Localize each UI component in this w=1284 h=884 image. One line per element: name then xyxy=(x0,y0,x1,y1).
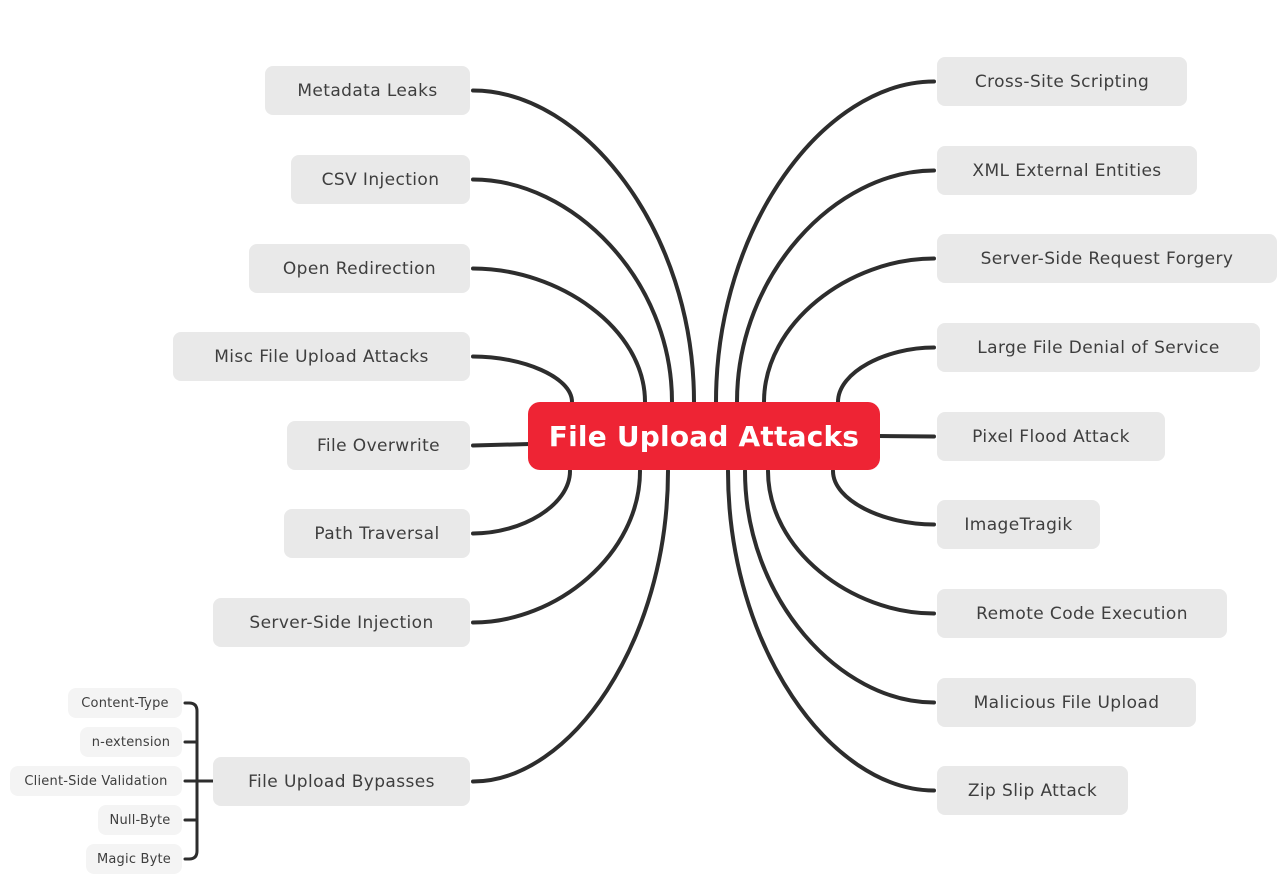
node-metadata-leaks[interactable]: Metadata Leaks xyxy=(265,66,470,115)
connector-server-side-injection xyxy=(471,469,642,625)
connector-server-side-request-forgery xyxy=(762,256,936,404)
node-remote-code-execution[interactable]: Remote Code Execution xyxy=(937,589,1227,638)
node-file-upload-bypasses[interactable]: File Upload Bypasses xyxy=(213,757,470,806)
node-open-redirection[interactable]: Open Redirection xyxy=(249,244,470,293)
connector-malicious-file-upload xyxy=(743,469,936,705)
connector-large-file-denial-of-service xyxy=(836,345,936,404)
connector-file-upload-bypasses xyxy=(471,469,670,784)
connector-open-redirection xyxy=(471,266,647,404)
node-n-extension[interactable]: n-extension xyxy=(80,727,182,757)
connector-bypass-trunk xyxy=(183,701,199,861)
connector-path-traversal xyxy=(471,469,572,536)
node-file-upload-attacks[interactable]: File Upload Attacks xyxy=(528,402,880,470)
connector-cross-site-scripting xyxy=(714,79,936,404)
node-file-overwrite[interactable]: File Overwrite xyxy=(287,421,470,470)
node-zip-slip-attack[interactable]: Zip Slip Attack xyxy=(937,766,1128,815)
node-server-side-request-forgery[interactable]: Server-Side Request Forgery xyxy=(937,234,1277,283)
connector-remote-code-execution xyxy=(766,469,936,616)
node-misc-file-upload-attacks[interactable]: Misc File Upload Attacks xyxy=(173,332,470,381)
node-cross-site-scripting[interactable]: Cross-Site Scripting xyxy=(937,57,1187,106)
node-server-side-injection[interactable]: Server-Side Injection xyxy=(213,598,470,647)
connector-metadata-leaks xyxy=(471,88,696,404)
connector-file-overwrite xyxy=(471,442,532,448)
connector-imagetragik xyxy=(831,469,936,527)
node-null-byte[interactable]: Null-Byte xyxy=(98,805,182,835)
connector-csv-injection xyxy=(471,177,674,404)
node-client-side-validation[interactable]: Client-Side Validation xyxy=(10,766,182,796)
node-magic-byte[interactable]: Magic Byte xyxy=(86,844,182,874)
node-path-traversal[interactable]: Path Traversal xyxy=(284,509,470,558)
connector-misc-file-upload-attacks xyxy=(471,354,574,404)
node-malicious-file-upload[interactable]: Malicious File Upload xyxy=(937,678,1196,727)
node-large-file-denial-of-service[interactable]: Large File Denial of Service xyxy=(937,323,1260,372)
node-xml-external-entities[interactable]: XML External Entities xyxy=(937,146,1197,195)
node-csv-injection[interactable]: CSV Injection xyxy=(291,155,470,204)
connector-zip-slip-attack xyxy=(726,469,936,793)
node-content-type[interactable]: Content-Type xyxy=(68,688,182,718)
node-pixel-flood-attack[interactable]: Pixel Flood Attack xyxy=(937,412,1165,461)
node-imagetragik[interactable]: ImageTragik xyxy=(937,500,1100,549)
connector-pixel-flood-attack xyxy=(876,434,936,439)
connector-xml-external-entities xyxy=(735,168,936,404)
